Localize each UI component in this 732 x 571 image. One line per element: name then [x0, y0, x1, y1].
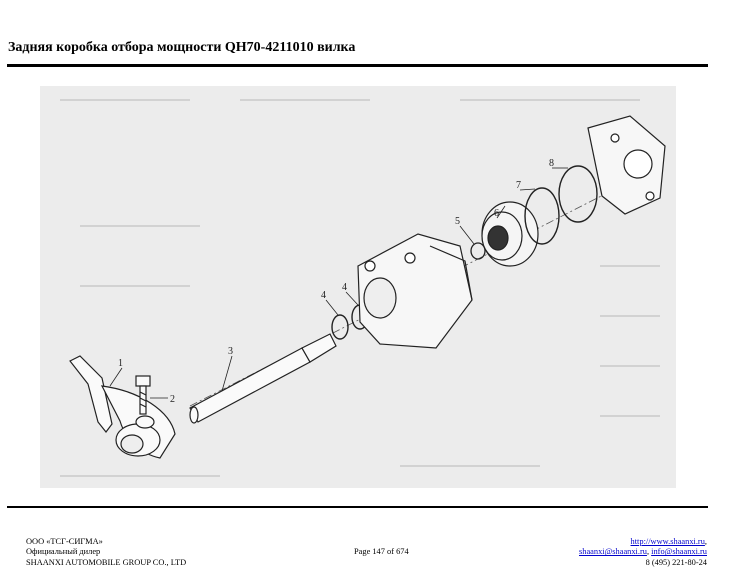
email-separator: ,	[646, 547, 652, 557]
email-link-info[interactable]: info@shaanxi.ru	[651, 547, 707, 557]
cylinder-housing-part	[357, 233, 473, 349]
shift-fork-part	[69, 355, 176, 459]
part-number-labels: 1 2 3 4 4 5 6 7 8	[118, 158, 554, 405]
footer-company-block: ООО «ТСГ-СИГМА» Официальный дилер SHAANX…	[26, 537, 186, 568]
leader-lines	[109, 167, 568, 399]
cylinder-cover-part	[587, 115, 666, 215]
phone-number: 8 (495) 221-80-24	[645, 557, 707, 567]
bolt-part	[135, 375, 151, 415]
group-name: SHAANXI AUTOMOBILE GROUP CO., LTD	[26, 557, 187, 567]
part-label-4b: 4	[342, 282, 347, 293]
dealer-status: Официальный дилер	[26, 547, 101, 557]
piston-part	[481, 201, 539, 267]
part-label-8: 8	[549, 158, 554, 169]
part-label-2: 2	[170, 394, 175, 405]
part-label-3: 3	[228, 346, 233, 357]
footer-contact-block: http://www.shaanxi.ru, shaanxi@shaanxi.r…	[579, 537, 707, 568]
shift-shaft-part	[189, 333, 337, 424]
page-title: Задняя коробка отбора мощности QH70-4211…	[8, 40, 356, 55]
part-label-5: 5	[455, 216, 460, 227]
page-number: Page 147 of 674	[354, 547, 409, 556]
piston-ring-parts	[524, 165, 598, 245]
email-link-shaanxi[interactable]: shaanxi@shaanxi.ru	[579, 547, 647, 557]
part-label-1: 1	[118, 358, 123, 369]
background-text-noise	[60, 99, 660, 477]
company-name: ООО «ТСГ-СИГМА»	[26, 537, 103, 546]
website-suffix: ,	[704, 537, 707, 546]
top-divider	[7, 64, 708, 67]
part-label-4a: 4	[321, 290, 326, 301]
bottom-divider	[7, 506, 708, 508]
part-label-7: 7	[516, 180, 521, 191]
website-link[interactable]: http://www.shaanxi.ru	[630, 537, 705, 546]
part-label-6: 6	[494, 208, 499, 219]
exploded-parts-diagram: 1 2 3 4 4 5 6 7 8	[40, 86, 676, 488]
seal-ring-part	[470, 242, 486, 260]
